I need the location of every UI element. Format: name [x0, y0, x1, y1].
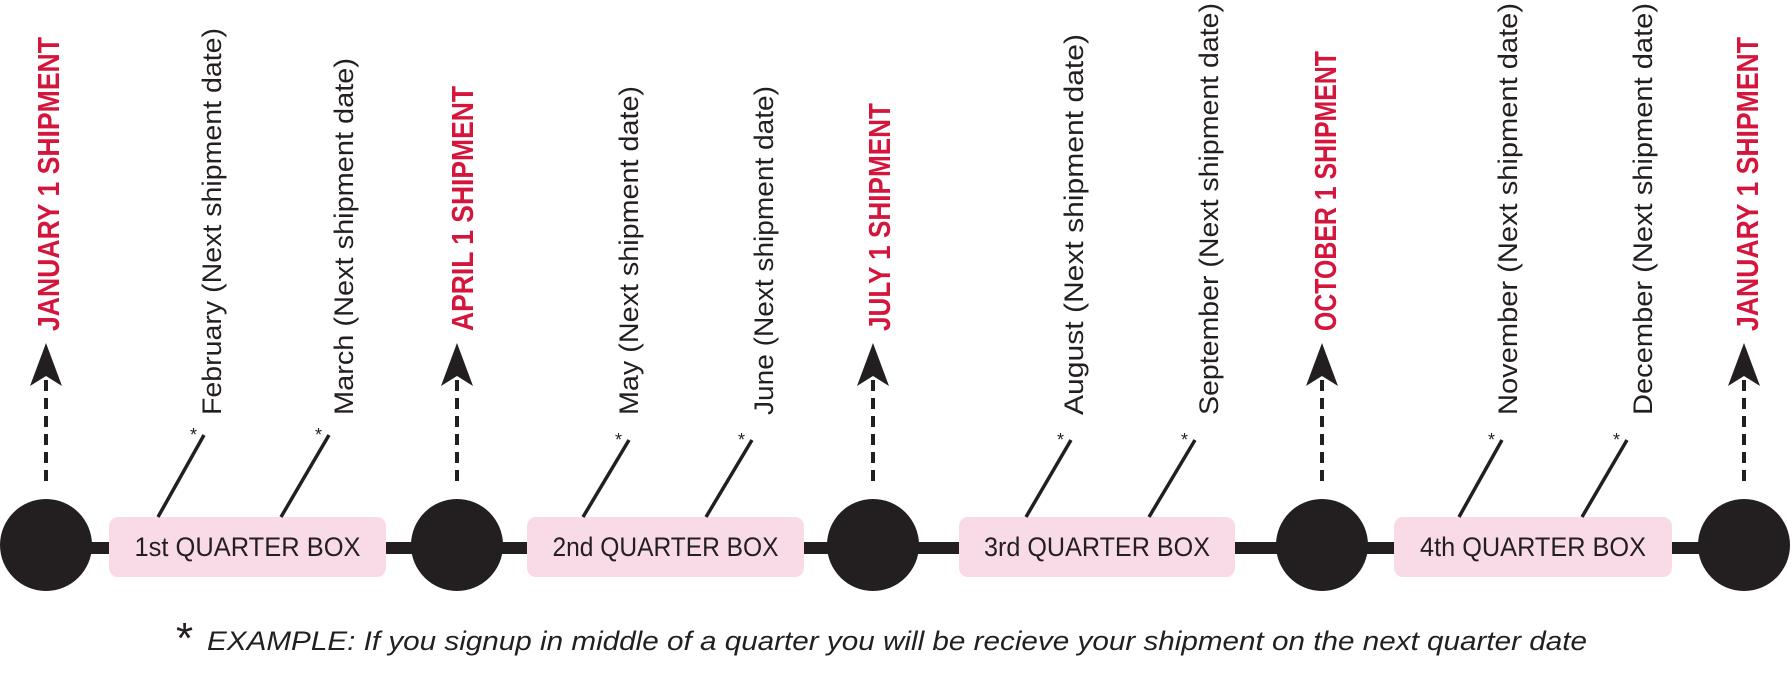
dashed-arrow-icon: [857, 343, 889, 487]
leader-line: [1147, 439, 1197, 518]
quarter-box-label: 3rd QUARTER BOX: [984, 532, 1210, 562]
month-label: June (Next shipment date): [749, 86, 779, 415]
asterisk-marker: *: [1057, 430, 1064, 450]
asterisk-marker: *: [1181, 430, 1188, 450]
dashed-arrow-icon: [1306, 343, 1338, 487]
shipment-node: [1276, 499, 1368, 591]
month-label: December (Next shipment date): [1628, 3, 1658, 415]
leader-line: [1580, 439, 1629, 518]
quarter-box: 4th QUARTER BOX: [1394, 517, 1672, 577]
month-label: August (Next shipment date): [1059, 34, 1089, 415]
shipment-date-label: JANUARY 1 SHIPMENT: [31, 37, 66, 331]
quarter-box-background: [959, 517, 1235, 577]
shipment-date-label: OCTOBER 1 SHIPMENT: [1308, 51, 1343, 331]
quarter-box: 3rd QUARTER BOX: [959, 517, 1235, 577]
asterisk-marker: *: [1488, 430, 1495, 450]
quarter-box-label: 1st QUARTER BOX: [135, 532, 361, 562]
shipment-node: [827, 499, 919, 591]
asterisk-marker: *: [738, 430, 745, 450]
leader-line: [704, 439, 754, 518]
shipment-date-label: JANUARY 1 SHIPMENT: [1730, 37, 1765, 331]
leader-line: [1024, 439, 1073, 518]
leader-line: [1457, 439, 1504, 518]
footnote-text: EXAMPLE: If you signup in middle of a qu…: [207, 626, 1587, 656]
month-label: September (Next shipment date): [1194, 3, 1224, 415]
leader-line: [279, 434, 331, 518]
shipment-node: [1698, 499, 1790, 591]
quarter-box-background: [527, 517, 804, 577]
dashed-arrow-icon: [30, 343, 62, 487]
shipment-node: [0, 499, 92, 591]
leader-line: [581, 439, 631, 518]
asterisk-marker: *: [315, 425, 322, 445]
shipment-node: [411, 499, 503, 591]
shipment-date-label: APRIL 1 SHIPMENT: [445, 86, 480, 331]
quarter-box-label: 4th QUARTER BOX: [1420, 532, 1646, 562]
footnote-asterisk: *: [176, 614, 193, 663]
month-label: March (Next shipment date): [329, 58, 359, 415]
dashed-arrow-icon: [1728, 343, 1760, 487]
month-label: May (Next shipment date): [614, 86, 644, 415]
quarter-box: 2nd QUARTER BOX: [527, 517, 804, 577]
leader-line: [156, 434, 206, 518]
quarter-box-label: 2nd QUARTER BOX: [553, 532, 779, 562]
month-label: February (Next shipment date): [197, 28, 227, 415]
shipment-date-label: JULY 1 SHIPMENT: [862, 103, 897, 331]
quarter-box-background: [109, 517, 386, 577]
month-label: November (Next shipment date): [1493, 3, 1523, 415]
dashed-arrow-icon: [441, 343, 473, 487]
asterisk-marker: *: [615, 430, 622, 450]
asterisk-marker: *: [1613, 430, 1620, 450]
quarter-box: 1st QUARTER BOX: [109, 517, 386, 577]
asterisk-marker: *: [190, 425, 197, 445]
quarter-box-background: [1394, 517, 1672, 577]
